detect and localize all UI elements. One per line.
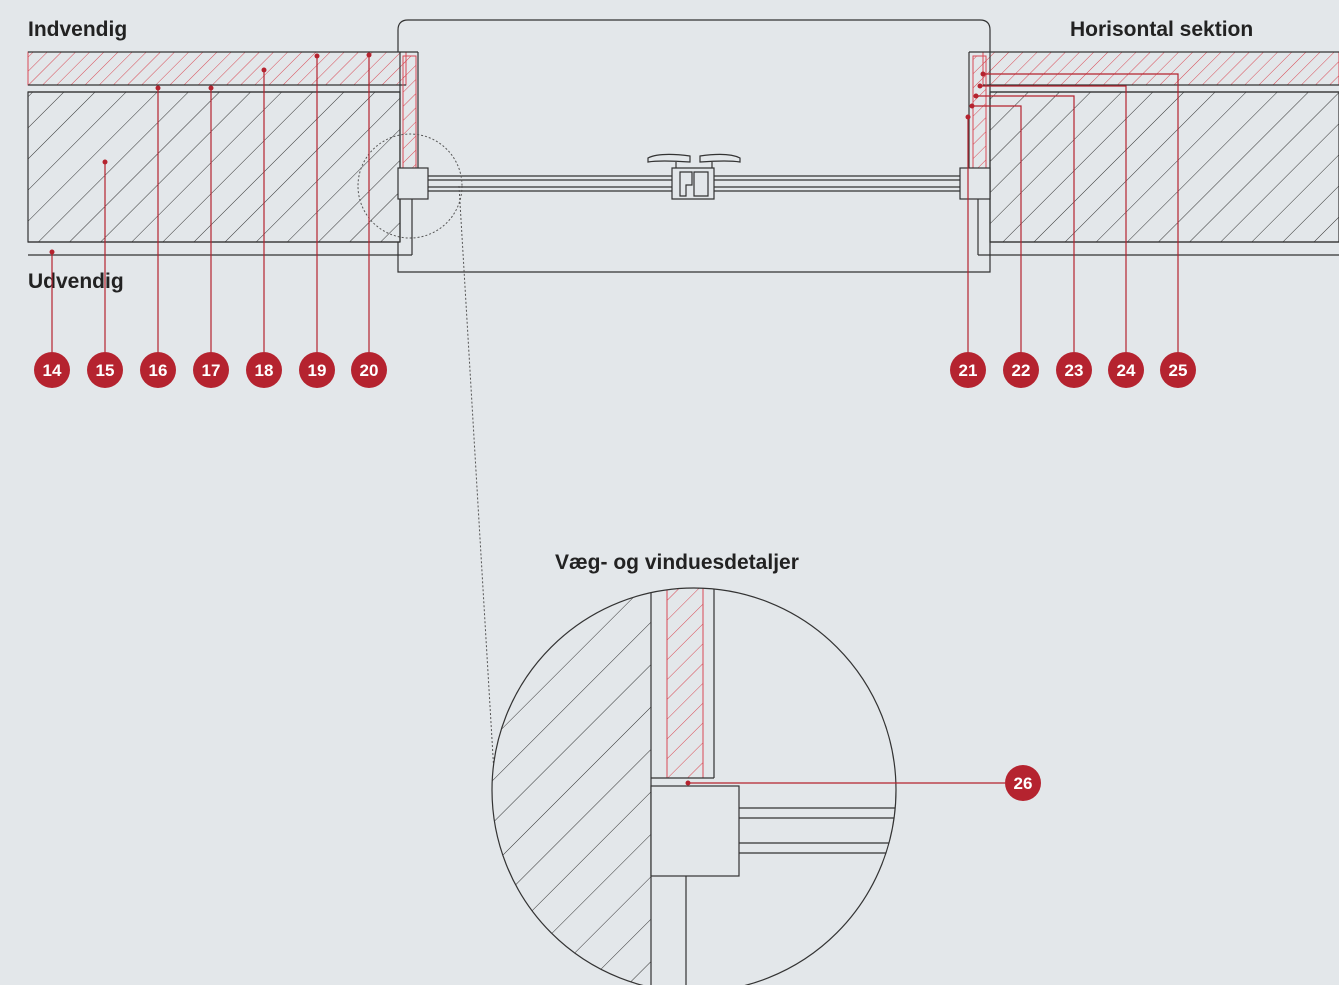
- svg-text:17: 17: [202, 361, 221, 380]
- marker-18: 18: [246, 352, 282, 388]
- left-wall: [27, 51, 419, 256]
- svg-text:26: 26: [1014, 774, 1033, 793]
- leader-lines: [51, 55, 1179, 784]
- detail-circle: [491, 587, 897, 985]
- marker-17: 17: [193, 352, 229, 388]
- marker-24: 24: [1108, 352, 1144, 388]
- marker-20: 20: [351, 352, 387, 388]
- svg-text:15: 15: [96, 361, 115, 380]
- svg-text:14: 14: [43, 361, 62, 380]
- magnifier-callout: [357, 133, 496, 791]
- marker-14: 14: [34, 352, 70, 388]
- svg-text:18: 18: [255, 361, 274, 380]
- svg-text:22: 22: [1012, 361, 1031, 380]
- marker-16: 16: [140, 352, 176, 388]
- svg-text:19: 19: [308, 361, 327, 380]
- marker-23: 23: [1056, 352, 1092, 388]
- svg-text:25: 25: [1169, 361, 1188, 380]
- detail-title: Væg- og vinduesdetaljer: [555, 551, 799, 574]
- svg-text:24: 24: [1117, 361, 1136, 380]
- leader-dots: [49, 52, 986, 786]
- right-wall: [968, 51, 1339, 256]
- marker-22: 22: [1003, 352, 1039, 388]
- marker-19: 19: [299, 352, 335, 388]
- svg-text:21: 21: [959, 361, 978, 380]
- marker-25: 25: [1160, 352, 1196, 388]
- marker-15: 15: [87, 352, 123, 388]
- inside-label: Indvendig: [28, 18, 128, 41]
- svg-text:20: 20: [360, 361, 379, 380]
- marker-badges: 14 15 16 17 18 19 20 21 22 23 24 25 26: [34, 352, 1196, 801]
- marker-21: 21: [950, 352, 986, 388]
- section-title: Horisontal sektion: [1070, 18, 1254, 41]
- svg-text:23: 23: [1065, 361, 1084, 380]
- svg-text:16: 16: [149, 361, 168, 380]
- window-frame: [397, 19, 991, 273]
- marker-26: 26: [1005, 765, 1041, 801]
